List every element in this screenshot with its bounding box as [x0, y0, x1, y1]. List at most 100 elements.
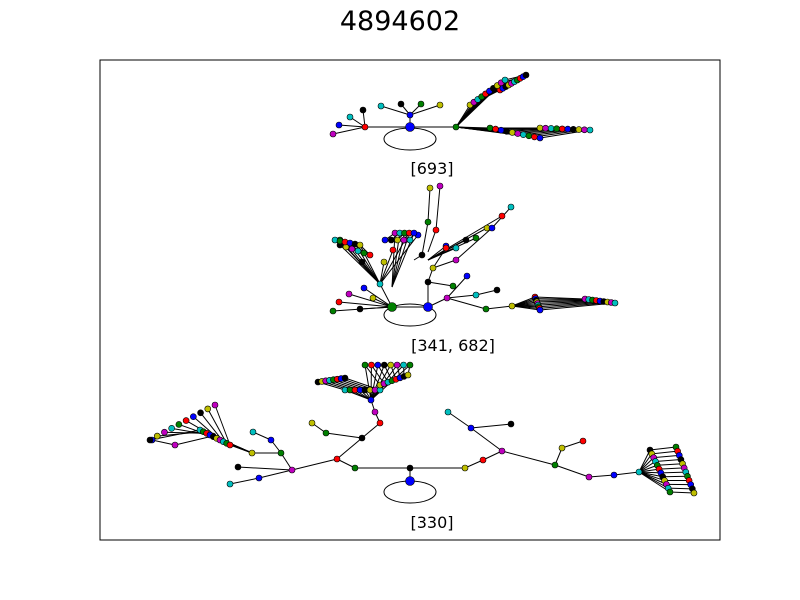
edge-133 [291, 458, 338, 471]
node-239 [405, 476, 415, 486]
node-163 [211, 401, 219, 409]
node-37 [503, 128, 510, 135]
edge-206 [470, 423, 512, 429]
edge-217 [638, 457, 654, 473]
node-210 [558, 444, 566, 452]
node-94 [462, 236, 470, 244]
node-206 [467, 424, 475, 432]
edge-160 [229, 444, 253, 454]
edge-224 [659, 467, 685, 470]
edge-167 [361, 422, 381, 439]
edge-135 [229, 477, 260, 485]
node-49 [536, 134, 544, 142]
node-164 [267, 436, 275, 444]
edge-8 [338, 124, 366, 128]
edge-100 [446, 275, 468, 299]
node-0 [406, 111, 414, 119]
node-213 [610, 471, 618, 479]
node-80 [387, 236, 395, 244]
node-138 [234, 463, 242, 471]
edge-140 [174, 435, 214, 446]
node-51 [405, 122, 415, 132]
node-102 [482, 305, 490, 313]
node-95 [472, 234, 480, 242]
edge-141 [151, 439, 176, 446]
node-122 [424, 278, 432, 286]
edge-7 [332, 126, 366, 135]
node-3 [417, 100, 425, 108]
edge-236 [669, 491, 695, 494]
figure-title: 4894602 [339, 6, 461, 37]
node-6 [329, 130, 337, 138]
node-200 [400, 361, 407, 369]
node-87 [418, 251, 426, 259]
node-128 [507, 203, 515, 211]
node-153 [175, 421, 183, 428]
edge-204 [470, 427, 503, 452]
edge-192 [370, 364, 385, 401]
edge-209 [561, 440, 584, 449]
node-133 [461, 464, 469, 472]
nodes-layer [146, 71, 698, 497]
edge-108 [535, 298, 589, 300]
edge-234 [668, 487, 693, 490]
node-34 [542, 124, 549, 132]
edge-127 [432, 259, 457, 269]
node-145 [146, 436, 154, 444]
edge-218 [653, 454, 680, 459]
node-47 [531, 133, 538, 141]
edges-layer [149, 74, 695, 494]
node-54 [369, 294, 377, 302]
node-90 [432, 226, 440, 234]
edge-106 [534, 296, 586, 300]
node-48 [581, 126, 588, 134]
node-167 [322, 429, 330, 437]
edge-134 [258, 469, 293, 479]
edge-92 [435, 185, 441, 231]
node-86 [406, 236, 414, 244]
node-97 [498, 212, 506, 220]
node-169 [376, 419, 384, 427]
node-134 [333, 455, 341, 463]
edge-128 [455, 227, 493, 261]
node-52 [356, 305, 364, 313]
group-label-2: [341, 682] [411, 336, 495, 355]
edge-63 [379, 249, 394, 285]
node-93 [452, 244, 460, 252]
edge-235 [638, 471, 671, 493]
edge-215 [638, 453, 653, 473]
node-192 [374, 361, 382, 369]
node-126 [452, 256, 460, 264]
node-208 [507, 420, 515, 428]
node-130 [423, 302, 433, 312]
node-132 [351, 464, 359, 472]
edge-62 [379, 261, 385, 285]
node-103 [508, 302, 516, 310]
edge-89 [421, 221, 429, 256]
node-238 [690, 489, 698, 497]
edge-101 [446, 294, 477, 299]
axes-frame [99, 59, 721, 541]
node-121 [611, 299, 619, 307]
node-149 [161, 428, 168, 436]
node-45 [525, 132, 533, 140]
node-171 [367, 396, 375, 404]
edge-103 [446, 297, 487, 310]
node-84 [400, 236, 408, 244]
edge-214 [649, 446, 677, 451]
node-57 [360, 284, 368, 292]
self-loop-2 [383, 303, 437, 327]
node-100 [472, 291, 480, 299]
node-194 [380, 361, 388, 369]
node-142 [171, 441, 179, 449]
node-131 [406, 464, 414, 472]
edge-222 [657, 463, 683, 466]
edge-227 [638, 471, 663, 478]
node-35 [497, 126, 505, 134]
node-33 [492, 125, 499, 133]
edge-65 [379, 234, 419, 285]
node-29 [501, 76, 509, 84]
node-168 [308, 419, 316, 427]
node-196 [387, 361, 395, 369]
edge-126 [432, 247, 447, 269]
